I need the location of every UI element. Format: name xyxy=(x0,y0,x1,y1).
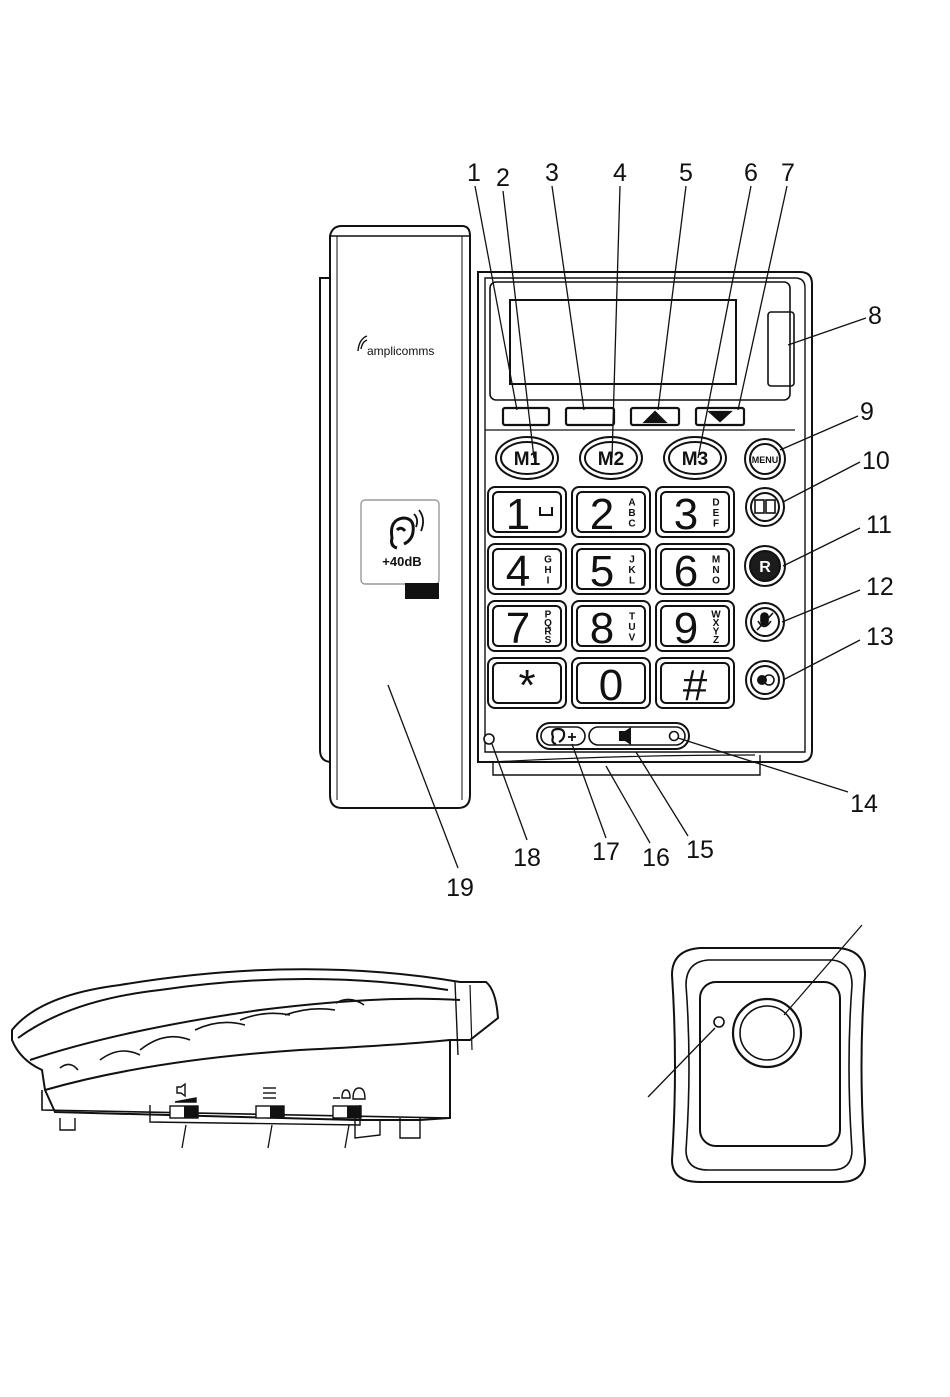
handset-front: amplicomms +40dB xyxy=(330,226,470,808)
callout-12: 12 xyxy=(866,573,894,601)
key-digit: 7 xyxy=(506,604,530,653)
bell-icon xyxy=(333,1088,365,1099)
right-column-keys: MENU R xyxy=(745,439,785,699)
callout-16: 16 xyxy=(642,844,670,872)
speaker-icon xyxy=(175,1084,196,1102)
callout-1: 1 xyxy=(467,159,481,187)
key-digit: 8 xyxy=(590,604,614,653)
key-digit: 6 xyxy=(674,547,698,596)
callout-7: 7 xyxy=(781,159,795,187)
handset-earpiece-detail xyxy=(648,925,865,1182)
callout-15: 15 xyxy=(686,836,714,864)
callout-13: 13 xyxy=(866,623,894,651)
key-star[interactable]: * xyxy=(488,658,566,710)
callout-11: 11 xyxy=(866,511,892,539)
earpiece-ring xyxy=(733,999,801,1067)
memory-key-m2-label: M2 xyxy=(598,449,624,470)
key-digit: 5 xyxy=(590,547,614,596)
right-function-key[interactable] xyxy=(566,408,614,425)
earpiece-led xyxy=(714,1017,724,1027)
callout-3: 3 xyxy=(545,159,559,187)
callout-17: 17 xyxy=(592,838,620,866)
brand-name: amplicomms xyxy=(367,344,434,358)
menu-button-label: MENU xyxy=(752,455,779,465)
callout-2: 2 xyxy=(496,164,510,192)
phone-side-view xyxy=(12,969,498,1138)
key-digit: 2 xyxy=(590,490,614,539)
key-digit: 3 xyxy=(674,490,698,539)
key-hash[interactable]: # xyxy=(656,658,734,710)
dial-mode-icon xyxy=(263,1088,276,1098)
key-digit: # xyxy=(683,661,708,710)
callout-19: 19 xyxy=(446,874,474,902)
key-1[interactable]: 1 xyxy=(488,487,566,539)
key-digit: 1 xyxy=(506,490,530,539)
boost-level-label: +40dB xyxy=(382,554,421,569)
memory-key-m1-label: M1 xyxy=(514,449,541,470)
callout-18: 18 xyxy=(513,844,541,872)
memory-keys: M1 M2 M3 xyxy=(496,437,726,479)
left-function-key[interactable] xyxy=(503,408,549,425)
key-digit: * xyxy=(518,661,535,710)
down-arrow-icon xyxy=(710,412,730,421)
bottom-keys xyxy=(484,723,689,749)
recall-button-label: R xyxy=(759,559,771,576)
key-0[interactable]: 0 xyxy=(572,658,650,710)
callout-8: 8 xyxy=(868,302,882,330)
speaker-led xyxy=(670,732,679,741)
callout-6: 6 xyxy=(744,159,758,187)
callout-4: 4 xyxy=(613,159,627,187)
callout-14: 14 xyxy=(850,790,878,818)
boost-sticker xyxy=(361,500,439,584)
key-digit: 9 xyxy=(674,604,698,653)
side-callout-lines xyxy=(182,1125,349,1148)
up-arrow-icon xyxy=(645,412,665,422)
microphone-hole xyxy=(484,734,494,744)
key-digit: 0 xyxy=(599,661,623,710)
key-digit: 4 xyxy=(506,547,530,596)
boost-sticker-band xyxy=(405,583,439,599)
callout-5: 5 xyxy=(679,159,693,187)
callout-10: 10 xyxy=(862,447,890,475)
memory-key-m3-label: M3 xyxy=(682,449,708,470)
callout-9: 9 xyxy=(860,398,874,426)
